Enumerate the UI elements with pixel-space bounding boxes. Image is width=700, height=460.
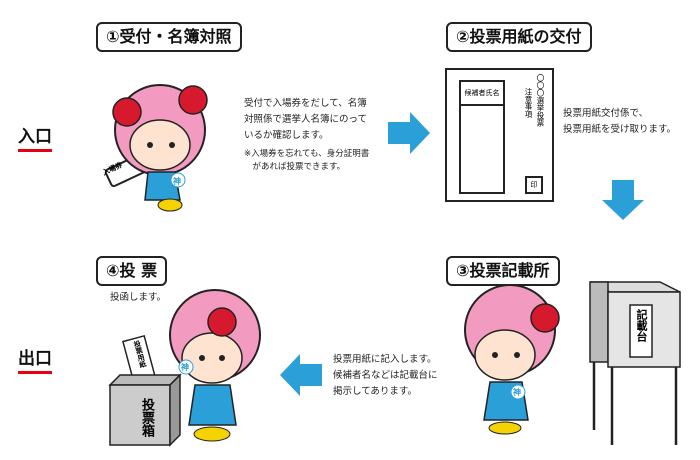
ballot-title: 〇〇〇選挙投票	[536, 74, 545, 127]
line: 対照係で選挙人名簿にのって	[244, 114, 368, 125]
voting-booth-icon	[589, 281, 681, 445]
exit-underline	[18, 371, 52, 374]
entrance-underline	[18, 149, 52, 152]
arrow-left-icon	[280, 354, 322, 396]
mascot-3	[464, 284, 560, 435]
step-3-text: 投票用紙に記入します。 候補者名などは記載台に 掲示してあります。	[333, 352, 438, 400]
arrow-right-icon	[388, 112, 430, 154]
mascot-1	[104, 84, 208, 212]
ballot-box-icon	[108, 334, 182, 447]
candidate-name-box: 候補者氏名	[459, 80, 505, 194]
step-1-title: ①受付・名簿対照	[96, 22, 242, 52]
step-1-text: 受付で入場券をだして、名簿 対照係で選挙人名簿にのって いるか確認します。 ※入…	[244, 96, 369, 174]
line: 投票用紙交付係で、	[563, 108, 649, 119]
line: 受付で入場券をだして、名簿	[244, 98, 367, 109]
ballot-paper: 候補者氏名 〇〇〇選挙投票 注意事項 印	[445, 68, 554, 202]
mascot-badge: 神	[173, 177, 181, 186]
arrow-down-icon	[602, 180, 644, 220]
ballot-box-label: 投票箱	[139, 397, 154, 437]
mascot-badge: 神	[513, 388, 521, 397]
booth-label: 記載台	[635, 309, 648, 342]
entrance-text: 入口	[18, 127, 52, 147]
mascot-badge: 神	[181, 363, 189, 372]
line: 投票用紙を受け取ります。	[563, 124, 677, 135]
note-line: があれば投票できます。	[244, 162, 346, 172]
entrance-label: 入口	[18, 122, 52, 152]
step-2-title: ②投票用紙の交付	[446, 22, 592, 52]
line: 候補者名などは記載台に	[333, 370, 438, 381]
line: 掲示してあります。	[333, 386, 417, 397]
exit-label: 出口	[18, 344, 52, 374]
name-header: 候補者氏名	[461, 82, 503, 106]
step-3-title: ③投票記載所	[446, 256, 560, 286]
note-line: ※入場券を忘れても、身分証明書	[244, 149, 370, 159]
step-4-text: 投函します。	[110, 292, 167, 303]
step-2-text: 投票用紙交付係で、 投票用紙を受け取ります。	[563, 106, 676, 138]
mascot-4	[169, 289, 261, 442]
line: 投票用紙に記入します。	[333, 354, 437, 365]
exit-text: 出口	[18, 349, 52, 369]
line: いるか確認します。	[244, 130, 329, 141]
step-4-title: ④投 票	[96, 256, 168, 286]
stamp-box: 印	[525, 176, 543, 194]
ballot-notes: 注意事項	[524, 88, 533, 118]
